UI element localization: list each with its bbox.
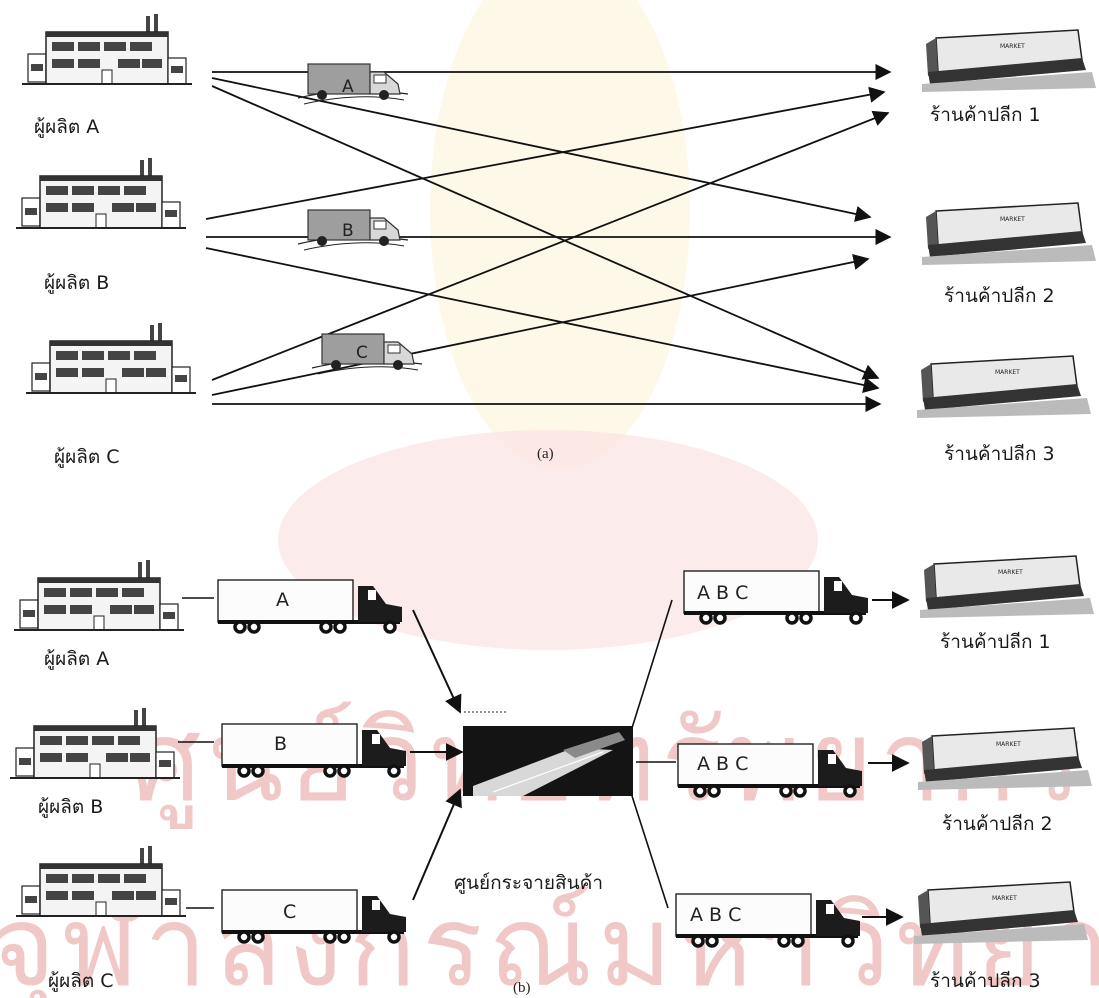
van-a-letter: A (342, 77, 354, 97)
producer-a-label: ผู้ผลิต A (34, 116, 99, 138)
outbound-truck-2-cargo: A B C (697, 753, 748, 775)
store-icon (914, 882, 1088, 944)
retailer-2-label-b: ร้านค้าปลีก 2 (942, 813, 1053, 835)
caption-b: (b) (513, 980, 531, 996)
factory-icon (16, 846, 186, 916)
retailer-3-label-b: ร้านค้าปลีก 3 (930, 970, 1041, 992)
store-icon (920, 556, 1094, 618)
van-c-letter: C (356, 343, 368, 363)
distribution-center-label: ศูนย์กระจายสินค้า (454, 872, 603, 894)
retailer-1-label: ร้านค้าปลีก 1 (930, 104, 1041, 126)
outbound-truck-1-cargo: A B C (697, 582, 748, 604)
producer-b-label-b: ผู้ผลิต B (38, 796, 103, 818)
store-icon (917, 356, 1091, 418)
producer-c-label: ผู้ผลิต C (54, 446, 120, 468)
inbound-truck-c-letter: C (283, 901, 296, 923)
retailer-2-label: ร้านค้าปลีก 2 (944, 285, 1055, 307)
retailer-3-label: ร้านค้าปลีก 3 (944, 443, 1055, 465)
producer-b-label: ผู้ผลิต B (44, 272, 109, 294)
factory-icon (16, 158, 186, 228)
inbound-truck-b-letter: B (274, 733, 287, 755)
outbound-truck-3-cargo: A B C (690, 904, 741, 926)
producer-c-label-b: ผู้ผลิต C (48, 970, 114, 992)
factory-icon (22, 14, 192, 84)
producer-a-label-b: ผู้ผลิต A (44, 648, 109, 670)
caption-a: (a) (537, 446, 554, 462)
store-icon (922, 203, 1096, 265)
inbound-truck-a-letter: A (276, 589, 289, 611)
store-icon (922, 30, 1096, 92)
factory-icon (14, 560, 184, 630)
factory-icon (26, 323, 196, 393)
store-icon (918, 728, 1092, 790)
retailer-1-label-b: ร้านค้าปลีก 1 (940, 631, 1051, 653)
warehouse-icon (463, 726, 633, 796)
van-b-letter: B (342, 221, 354, 241)
